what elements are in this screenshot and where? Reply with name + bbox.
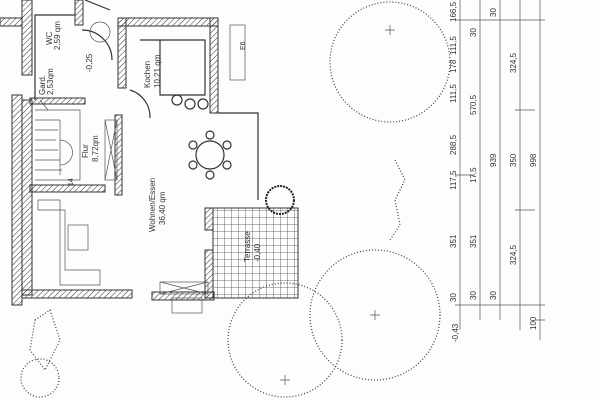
terrace-label: Terrasse (243, 231, 252, 262)
entry-level: -0,25 (85, 53, 94, 72)
hall-area: 8,72qm (91, 135, 100, 162)
dim-label: 351 (469, 234, 478, 248)
misc-label: E6 (240, 41, 247, 50)
dim-label: 17,5 (469, 167, 478, 183)
shrub (265, 185, 295, 215)
kitchen-area: 10,21 qm (153, 54, 162, 88)
terrace-level: -0,40 (253, 243, 262, 262)
dim-label: 350 (509, 153, 518, 167)
terrace-tiles (212, 207, 299, 299)
dim-label: 30 (469, 291, 478, 300)
dim-label: 111,5 (449, 84, 458, 103)
hall-label: Flur (81, 144, 90, 158)
room-labels: WC 2,59 qm Gard. 2,53qm -0,25 Kochen 10,… (38, 21, 460, 342)
dim-label: 324,5 (509, 52, 518, 73)
walls (0, 0, 219, 306)
wc-area: 2,59 qm (53, 21, 62, 50)
living-area: 36,40 qm (158, 191, 167, 225)
garderobe-label: Gard. (38, 75, 47, 95)
dim-label: 30 (489, 291, 498, 300)
dim-label: 998 (529, 153, 538, 167)
sofa (37, 199, 101, 286)
dim-label: 30 (469, 28, 478, 37)
dim-label: 111,5 (449, 36, 458, 55)
dim-label: 178 (449, 59, 458, 73)
living-label: Wohnen/Essen (148, 178, 157, 232)
dim-label: 570,5 (469, 94, 478, 115)
garderobe-area: 2,53qm (46, 68, 55, 95)
dim-label: 324,5 (509, 244, 518, 265)
dim-label: 939 (489, 153, 498, 167)
stairs (35, 99, 81, 181)
dim-label: 100 (529, 316, 538, 330)
garden-level: -0,43 (451, 323, 460, 342)
dining-table (171, 94, 232, 180)
dimension-labels: 30 351 117,5 288,5 111,5 178 111,5 166,5… (449, 1, 538, 330)
dim-label: 117,5 (449, 170, 458, 190)
trees (20, 1, 451, 398)
dim-label: 288,5 (449, 134, 458, 155)
kitchen-label: Kochen (143, 61, 152, 88)
interior-lines (34, 0, 259, 314)
dim-label: 30 (489, 8, 498, 17)
dim-label: 30 (449, 293, 458, 302)
dim-label: 166,5 (449, 1, 458, 22)
dimension-lines (455, 0, 545, 340)
stair-count: 14 (68, 178, 75, 186)
dim-label: 351 (449, 234, 458, 248)
wc-label: WC (45, 31, 54, 45)
